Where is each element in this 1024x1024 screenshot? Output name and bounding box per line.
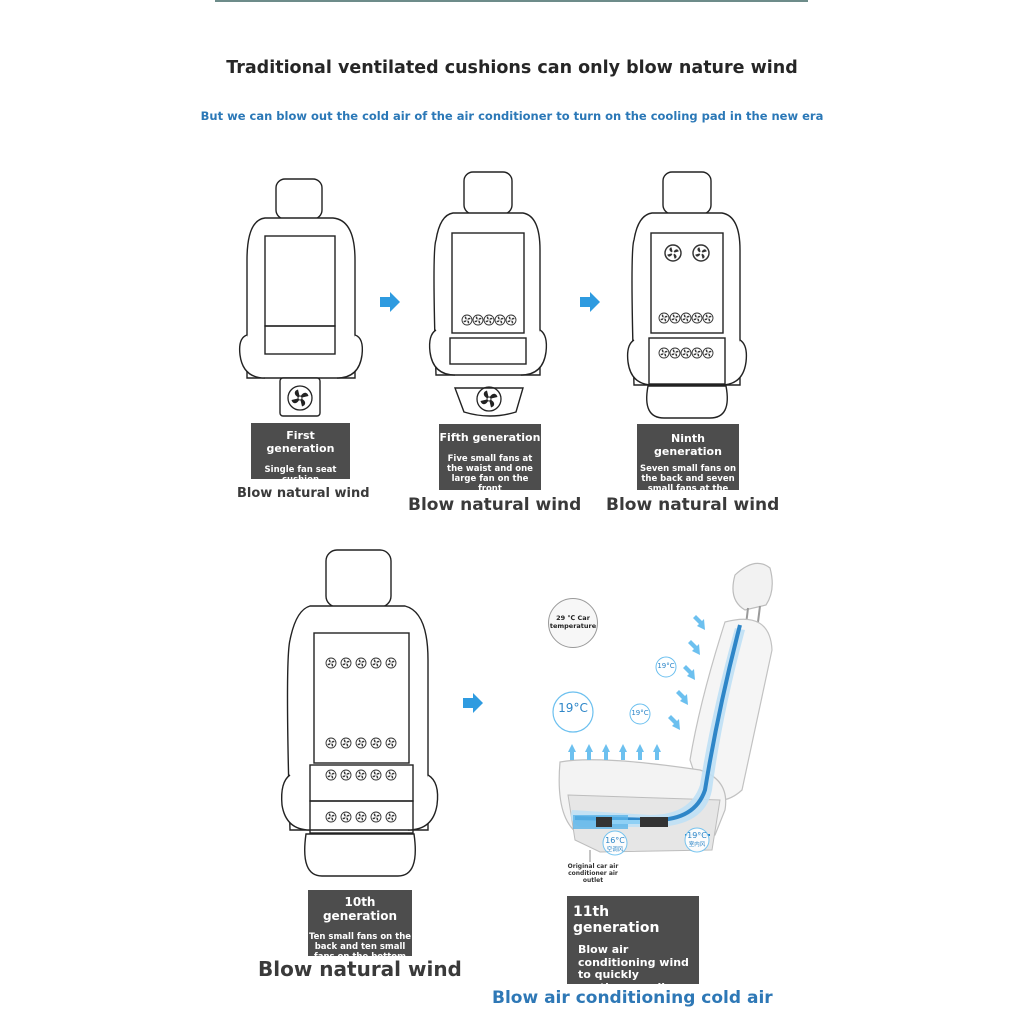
seat-ninth-generation: [626, 171, 748, 419]
temp-bubble-small: [655, 656, 677, 678]
page-title: Traditional ventilated cushions can only…: [226, 58, 798, 78]
temp-sub: 室内风: [688, 842, 706, 848]
gen-desc: Five small fans at the waist and one lar…: [447, 454, 533, 494]
temp-sub: 空调风: [606, 847, 624, 853]
gen-title: Fifth generation: [439, 431, 541, 444]
seat-tenth-generation: [280, 549, 439, 877]
gen-title: 10th generation: [322, 895, 398, 923]
gen-desc: Ten small fans on the back and ten small…: [308, 932, 412, 962]
temp-label-bottom-right: 19°C 室内风: [683, 832, 711, 849]
seat-first-generation: [238, 178, 364, 417]
temp-value: 16°C: [605, 836, 625, 845]
caption-tenth: Blow natural wind: [258, 957, 462, 981]
temp-value: 19°C: [687, 831, 707, 840]
airflow-arrows-back: [668, 615, 705, 730]
temp-label-small: 19°C: [657, 662, 675, 670]
gen-title: 11th generation: [573, 904, 660, 936]
top-divider-line: [215, 0, 808, 2]
gen-desc: Seven small fans on the back and seven s…: [639, 464, 737, 504]
gen-title: Ninth generation: [654, 432, 722, 458]
page-subtitle: But we can blow out the cold air of the …: [200, 109, 824, 123]
gen-box-ninth: Ninth generation Seven small fans on the…: [637, 424, 739, 504]
gen-box-first: First generation Single fan seat cushion: [251, 423, 350, 485]
gen-title: First generation: [266, 429, 335, 455]
gen-desc: Blow air conditioning wind to quickly co…: [578, 943, 689, 994]
caption-fifth: Blow natural wind: [408, 495, 582, 515]
temp-bubble-small: [629, 703, 651, 725]
arrow-right-icon: [580, 292, 600, 312]
gen-box-tenth: 10th generation Ten small fans on the ba…: [308, 890, 412, 962]
outlet-label: Original car air conditioner air outlet: [567, 863, 619, 884]
temp-bubble-bottom: [684, 827, 710, 853]
arrow-right-icon: [380, 292, 400, 312]
car-temperature-gauge: 29 ℃ Car temperature: [548, 598, 598, 648]
temp-label-big: 19°C: [558, 701, 588, 715]
temp-label-bottom-left: 16°C 空调风: [601, 837, 629, 854]
airflow-arrows-up: [568, 744, 661, 760]
gen-desc: Single fan seat cushion: [264, 465, 337, 485]
seat-fifth-generation: [428, 171, 548, 417]
arrow-right-icon: [463, 693, 483, 713]
gen-box-eleventh: 11th generation Blow air conditioning wi…: [567, 896, 699, 993]
caption-eleventh: Blow air conditioning cold air: [492, 988, 773, 1008]
gen-box-fifth: Fifth generation Five small fans at the …: [439, 424, 541, 494]
temp-bubble-bottom: [602, 830, 628, 856]
caption-first: Blow natural wind: [237, 486, 370, 501]
temp-bubble-big: [552, 691, 594, 733]
temp-label-small: 19°C: [631, 709, 649, 717]
caption-ninth: Blow natural wind: [606, 495, 780, 515]
